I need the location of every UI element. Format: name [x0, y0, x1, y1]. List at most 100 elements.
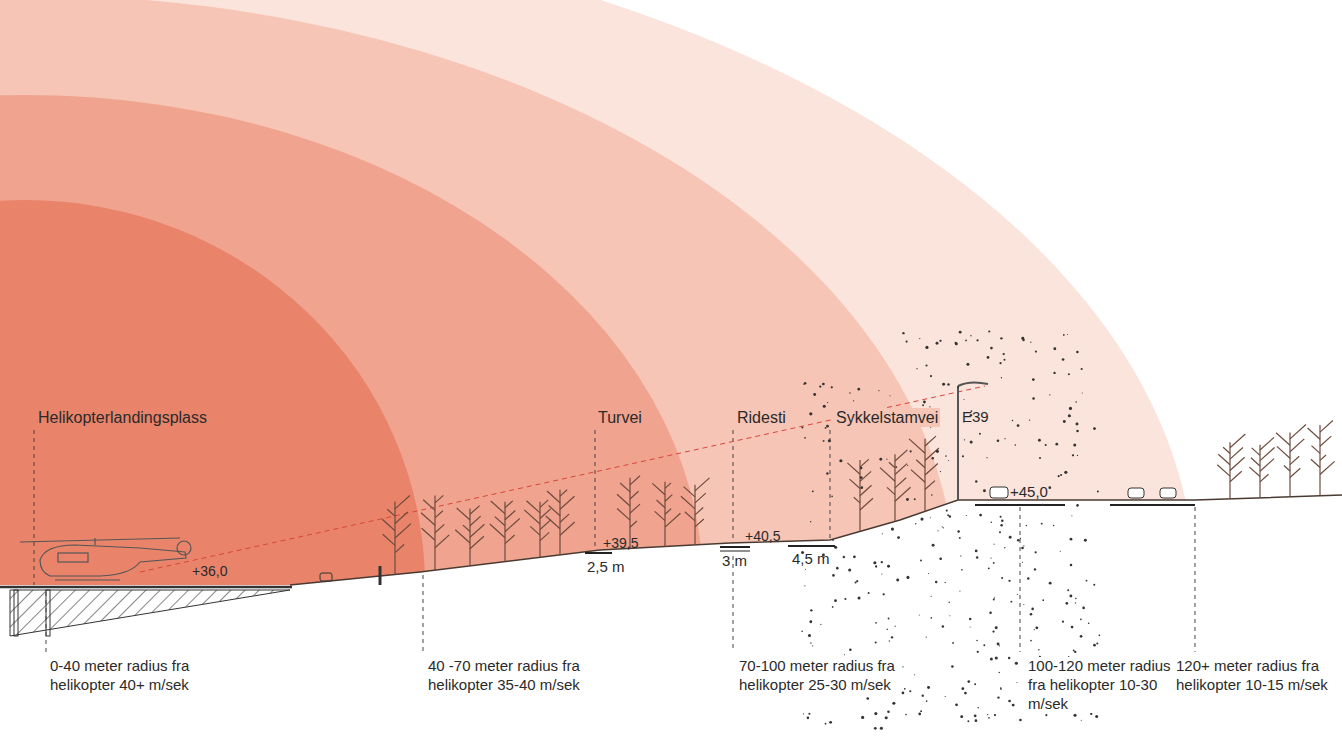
tree [880, 450, 911, 522]
helicopter [20, 538, 191, 580]
speck [919, 615, 920, 616]
speck [945, 582, 946, 583]
speck [826, 472, 828, 474]
speck [990, 557, 991, 558]
speck [812, 645, 813, 646]
speck [832, 606, 834, 608]
speck [975, 480, 977, 482]
speck [1075, 602, 1076, 603]
speck [832, 539, 834, 541]
speck [891, 636, 893, 638]
speck [961, 687, 964, 690]
guide-line [733, 430, 734, 542]
speck [916, 368, 917, 369]
tree [546, 490, 575, 555]
speck [1069, 595, 1072, 598]
speck [1097, 490, 1099, 492]
speck [959, 591, 960, 592]
speck [925, 346, 928, 349]
car [320, 573, 332, 581]
speck [1012, 704, 1015, 707]
speck [1015, 662, 1018, 665]
speck [881, 573, 882, 574]
dimension-label: 3 m [722, 552, 747, 570]
downwash-zones [0, 0, 1195, 751]
speck [1045, 714, 1047, 716]
deck-pillar [46, 590, 50, 636]
guide-line [1195, 507, 1196, 652]
speck [810, 609, 812, 611]
speck [1053, 347, 1056, 350]
speck [964, 439, 965, 440]
speck [1076, 430, 1079, 433]
path-width-mark [720, 546, 750, 548]
speck [857, 388, 860, 391]
tree [1217, 434, 1245, 499]
speck [832, 574, 835, 577]
terrain [0, 495, 1342, 636]
speck [1071, 515, 1072, 516]
speck [961, 569, 963, 571]
speck [887, 628, 888, 629]
elevation-label: +40,5 [745, 528, 780, 545]
speck [970, 627, 971, 628]
speck [1030, 640, 1032, 642]
car [990, 487, 1008, 498]
speck [856, 580, 858, 582]
speck [1063, 420, 1066, 423]
speck [1045, 444, 1047, 446]
speck [895, 466, 897, 468]
place-label: Helikopterlandingsplass [38, 408, 207, 427]
speck [825, 723, 827, 725]
speck [1081, 720, 1082, 721]
speck [992, 630, 994, 632]
road-label: E39 [962, 408, 989, 426]
speck [1042, 504, 1044, 506]
speck [1093, 427, 1096, 430]
speck [1038, 649, 1040, 651]
speck [801, 427, 803, 429]
tree [1249, 437, 1274, 497]
speck [1010, 601, 1012, 603]
speck [920, 518, 923, 521]
speck [930, 375, 932, 377]
speck [889, 640, 890, 641]
speck [1023, 604, 1024, 605]
speck [860, 467, 863, 470]
speck [955, 703, 958, 706]
speck [914, 674, 915, 675]
tail-rotor [177, 541, 191, 555]
speck [1053, 372, 1055, 374]
zone-band [0, 0, 1195, 751]
speck [887, 710, 890, 713]
speck [1064, 471, 1067, 474]
speck [979, 433, 981, 435]
speck [801, 630, 803, 632]
speck [896, 579, 899, 582]
speck [1001, 519, 1004, 522]
speck [1049, 394, 1050, 395]
speck [823, 440, 825, 442]
zone-label: 40 -70 meter radius fra helikopter 35-40… [428, 657, 588, 695]
speck [1093, 644, 1096, 647]
speck [930, 517, 931, 518]
guide-line [1020, 507, 1021, 652]
speck [819, 385, 821, 387]
speck [1035, 551, 1037, 553]
guide-line [830, 430, 831, 539]
speck [1042, 599, 1044, 601]
speck [1000, 688, 1002, 690]
place-label: Turvei [598, 408, 642, 427]
speck [970, 440, 973, 443]
speck [987, 714, 988, 715]
speck [1058, 475, 1060, 477]
speck [997, 439, 1000, 442]
speck [990, 347, 993, 350]
speck [1009, 536, 1012, 539]
speck [963, 399, 964, 400]
speck [1022, 562, 1023, 563]
speck [999, 362, 1001, 364]
speck [999, 531, 1001, 533]
speck [936, 342, 939, 345]
